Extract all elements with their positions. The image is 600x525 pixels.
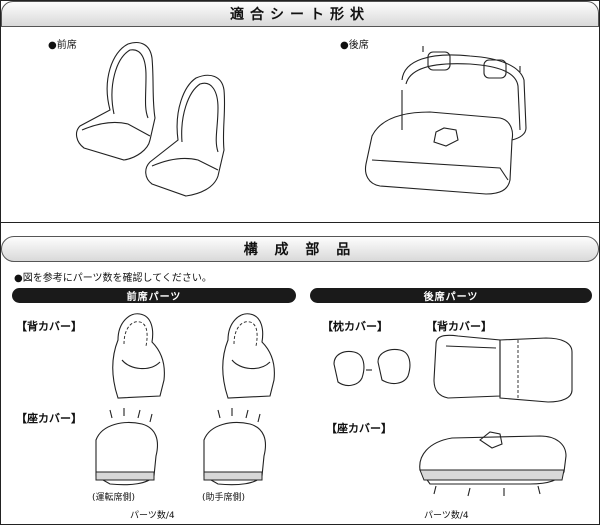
front-seat-cover-label: 【座カバー】 [16, 412, 82, 425]
passenger-side-label: (助手席側) [202, 493, 246, 503]
front-seat-label: ●前席 [48, 40, 77, 51]
rear-seat-cover-label: 【座カバー】 [326, 422, 392, 435]
front-back-cover-passenger [222, 313, 275, 399]
front-parts-count: パーツ数/4 [130, 511, 175, 521]
section-divider [0, 222, 600, 223]
section-header-fitting-seat: 適合シート形状 [1, 1, 599, 27]
rear-parts-header: 後席パーツ [310, 288, 592, 303]
rear-headrest-cover-label: 【枕カバー】 [322, 320, 388, 333]
rear-parts-header-label: 後席パーツ [423, 292, 479, 303]
rear-back-cover [433, 334, 573, 403]
rear-parts-count: パーツ数/4 [424, 511, 469, 521]
front-back-cover-label: 【背カバー】 [16, 320, 82, 333]
rear-seat-illustration [364, 46, 527, 195]
instruction-text: ●図を参考にパーツ数を確認してください。 [14, 273, 212, 284]
front-back-cover-driver [112, 313, 165, 399]
rear-back-cover-label: 【背カバー】 [426, 320, 492, 333]
front-seat-illustration-left [75, 41, 156, 161]
rear-headrest-covers [333, 348, 411, 387]
rear-seat-cover [419, 431, 567, 497]
front-seat-cover-driver [95, 408, 159, 486]
front-seat-illustration-right [145, 74, 226, 197]
front-parts-header-label: 前席パーツ [126, 292, 182, 303]
rear-seat-label: ●後席 [340, 40, 369, 51]
front-seat-cover-passenger [203, 408, 267, 486]
driver-side-label: (運転席側) [92, 493, 136, 503]
components-title: 構 成 部 品 [243, 242, 357, 258]
front-parts-header: 前席パーツ [12, 288, 296, 303]
fitting-seat-title: 適合シート形状 [230, 7, 370, 23]
section-header-components: 構 成 部 品 [1, 236, 599, 262]
